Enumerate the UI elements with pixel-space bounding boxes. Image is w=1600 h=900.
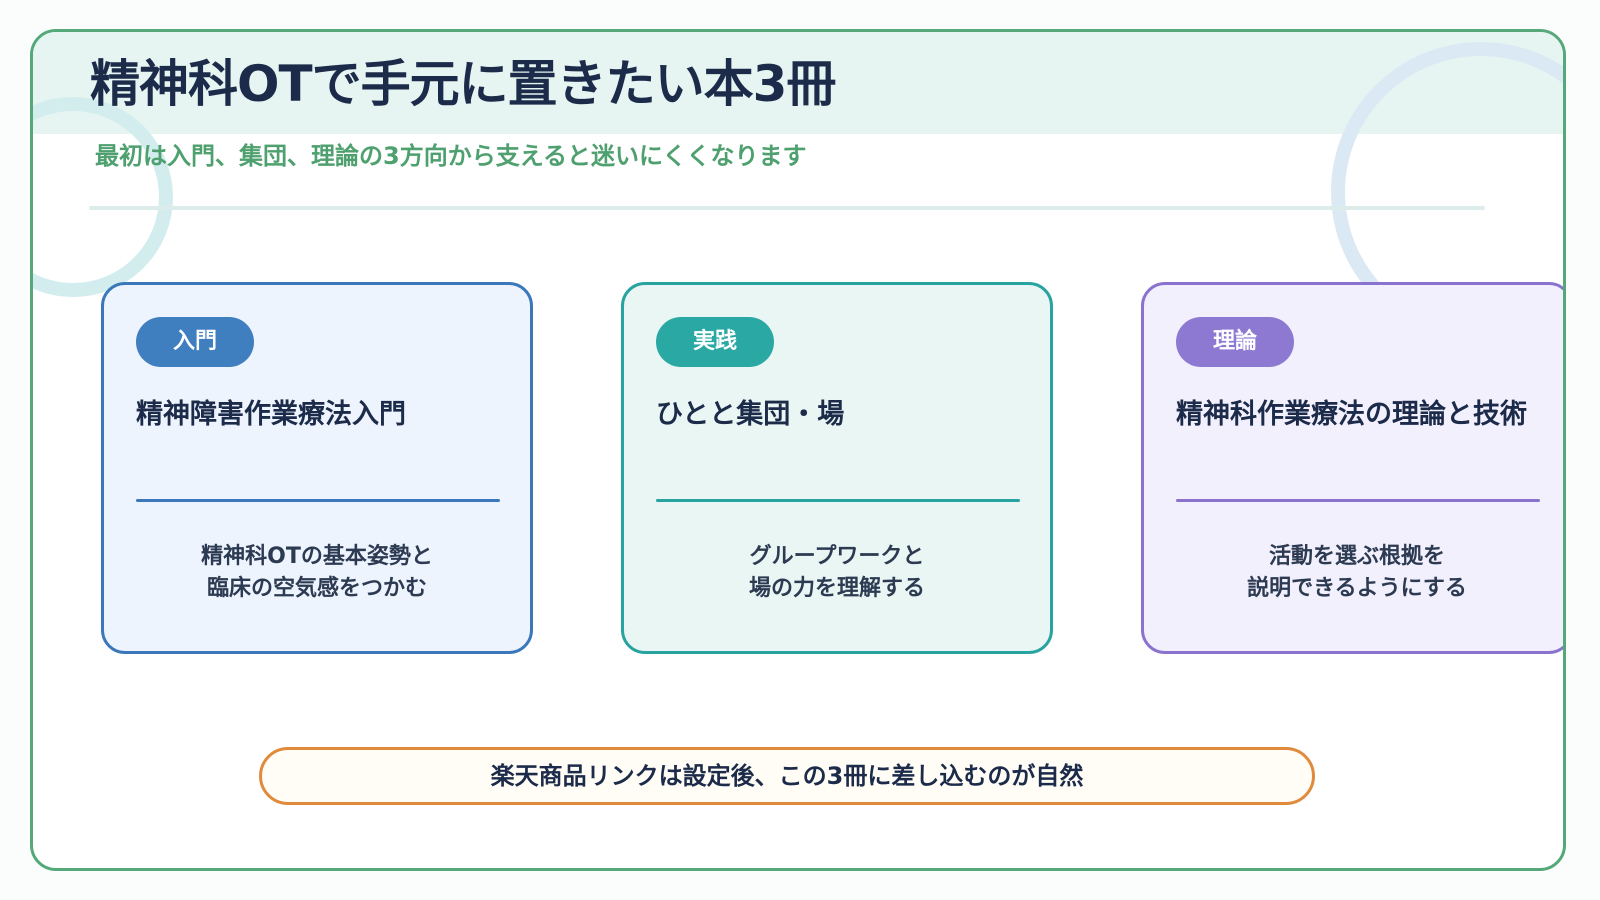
card-description-line: 場の力を理解する xyxy=(748,576,925,601)
card-badge: 入門 xyxy=(136,317,254,367)
card-title: 精神科作業療法の理論と技術 xyxy=(1176,399,1527,430)
slide-frame: 精神科OTで手元に置きたい本3冊 最初は入門、集団、理論の3方向から支えると迷い… xyxy=(30,29,1566,871)
footer-note: 楽天商品リンクは設定後、この3冊に差し込むのが自然 xyxy=(259,747,1315,805)
card-title: ひとと集団・場 xyxy=(656,399,845,430)
card-divider xyxy=(136,499,500,502)
card-title: 精神障害作業療法入門 xyxy=(136,399,406,430)
slide-title: 精神科OTで手元に置きたい本3冊 xyxy=(90,55,836,113)
card-description-line: 精神科OTの基本姿勢と xyxy=(201,544,433,569)
card-description: 精神科OTの基本姿勢と 臨床の空気感をつかむ xyxy=(104,541,530,605)
card-badge: 理論 xyxy=(1176,317,1294,367)
card-description: 活動を選ぶ根拠を 説明できるようにする xyxy=(1144,541,1563,605)
card-description-line: 活動を選ぶ根拠を xyxy=(1268,544,1445,569)
card-description: グループワークと 場の力を理解する xyxy=(624,541,1050,605)
card-divider xyxy=(1176,499,1540,502)
slide-subtitle: 最初は入門、集団、理論の3方向から支えると迷いにくくなります xyxy=(95,142,807,170)
card-description-line: 説明できるようにする xyxy=(1247,576,1467,601)
header-band xyxy=(33,32,1563,134)
card-divider xyxy=(656,499,1020,502)
card-description-line: グループワークと xyxy=(749,544,925,569)
card-description-line: 臨床の空気感をつかむ xyxy=(206,576,427,601)
book-card-practice: 実践 ひとと集団・場 グループワークと 場の力を理解する xyxy=(621,282,1053,654)
card-badge: 実践 xyxy=(656,317,774,367)
book-card-intro: 入門 精神障害作業療法入門 精神科OTの基本姿勢と 臨床の空気感をつかむ xyxy=(101,282,533,654)
header-divider xyxy=(89,206,1485,210)
book-card-theory: 理論 精神科作業療法の理論と技術 活動を選ぶ根拠を 説明できるようにする xyxy=(1141,282,1563,654)
